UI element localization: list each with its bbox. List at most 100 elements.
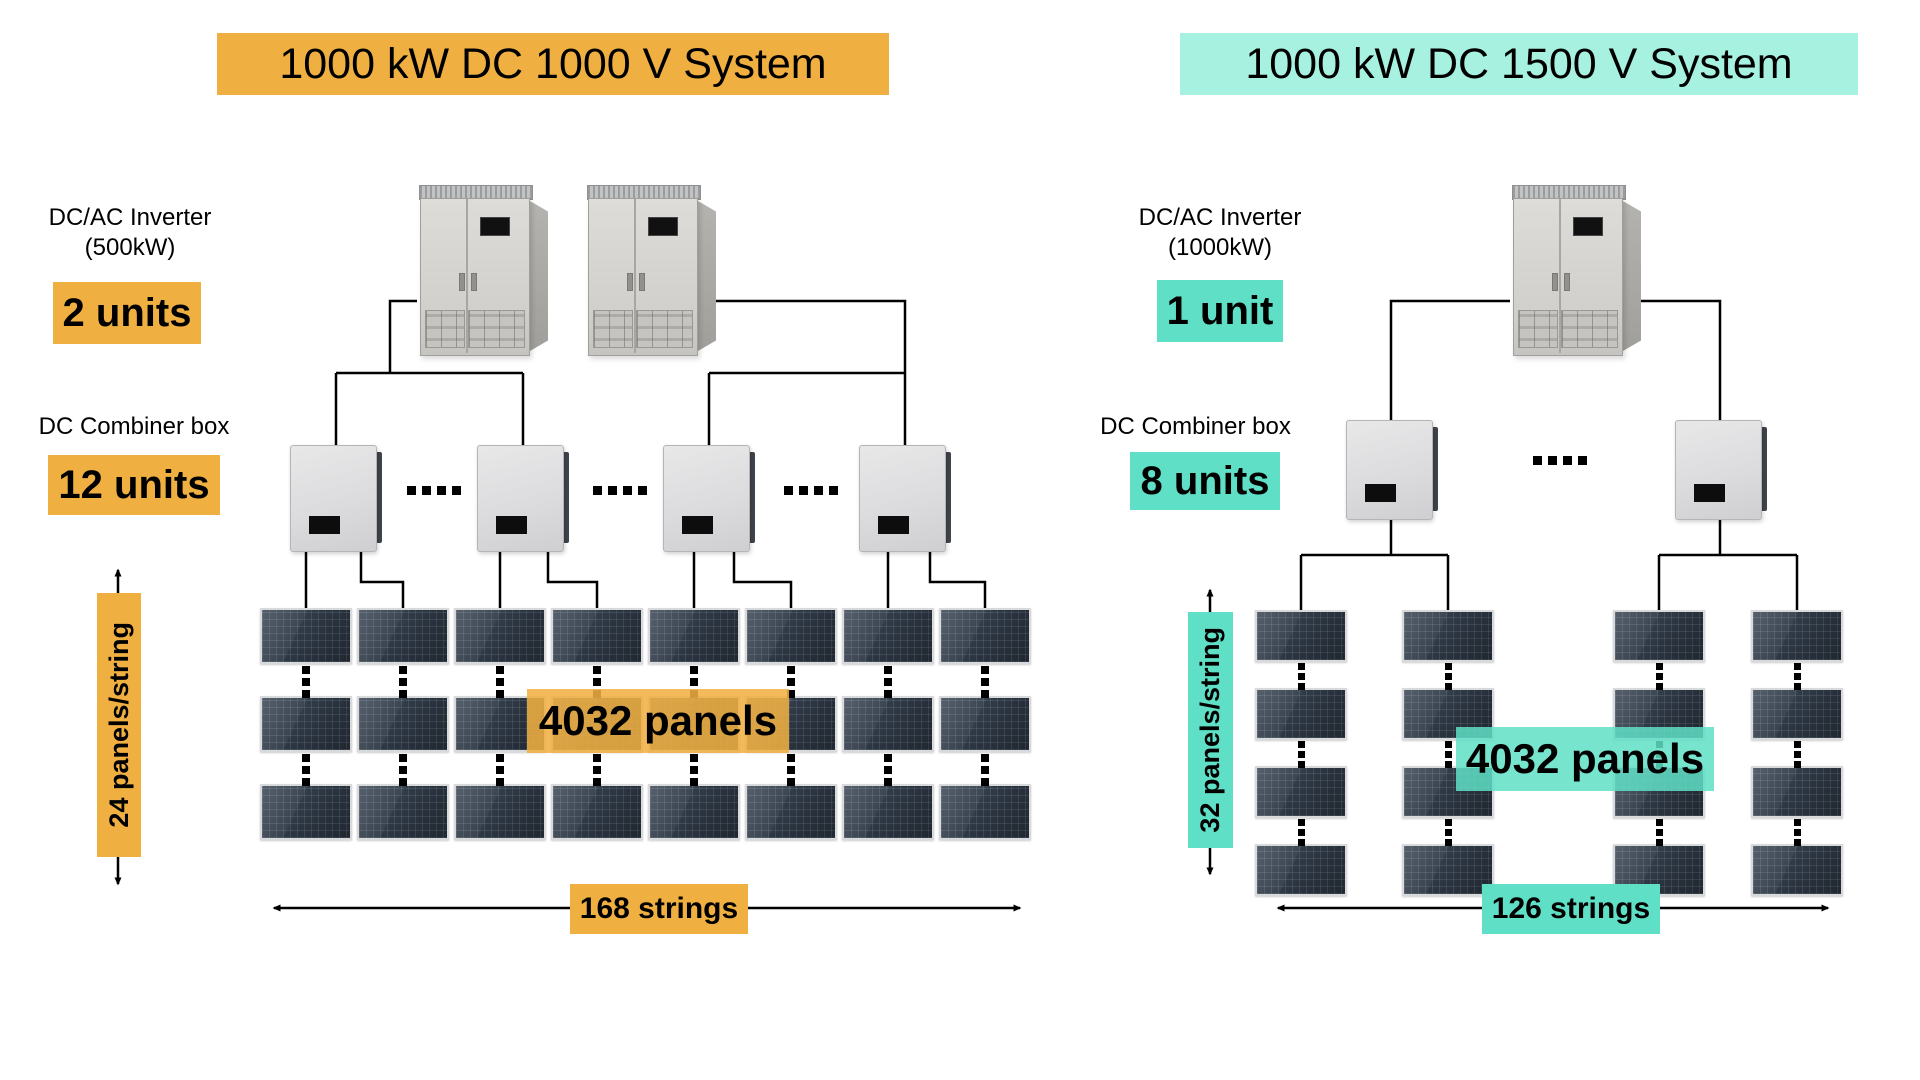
dot bbox=[1444, 741, 1452, 748]
solar-panel bbox=[1255, 766, 1347, 818]
dot bbox=[1444, 761, 1452, 768]
combiner-continuation-dots bbox=[407, 486, 467, 495]
inverter-label-line1: DC/AC Inverter bbox=[1138, 204, 1302, 231]
inverter-units-badge: 2 units bbox=[53, 282, 201, 344]
cabinet-side-face bbox=[698, 201, 716, 351]
string-continuation-dots bbox=[593, 754, 601, 790]
solar-panel bbox=[260, 608, 352, 664]
dot bbox=[1793, 761, 1801, 768]
solar-panel bbox=[357, 608, 449, 664]
combiner-body bbox=[1675, 420, 1762, 520]
combiner-units-badge: 12 units bbox=[48, 455, 220, 515]
dot bbox=[608, 486, 617, 495]
string-continuation-dots bbox=[1444, 819, 1452, 849]
dc-combiner-box bbox=[290, 445, 382, 552]
dot bbox=[981, 778, 989, 786]
cabinet-side-face bbox=[1623, 201, 1641, 351]
dot bbox=[1444, 829, 1452, 836]
solar-panel bbox=[1751, 766, 1843, 818]
cabinet-door-divider bbox=[466, 199, 468, 353]
dot bbox=[1297, 829, 1305, 836]
dot bbox=[593, 754, 601, 762]
dc-ac-inverter-cabinet bbox=[585, 185, 716, 356]
string-continuation-dots bbox=[1655, 663, 1663, 693]
solar-panel bbox=[551, 608, 643, 664]
dot bbox=[1655, 819, 1663, 826]
solar-panel bbox=[1751, 610, 1843, 662]
dot bbox=[1793, 663, 1801, 670]
solar-panel bbox=[745, 784, 837, 840]
dot bbox=[1533, 456, 1542, 465]
solar-panel bbox=[260, 696, 352, 752]
string-continuation-dots bbox=[1444, 663, 1452, 693]
dot bbox=[593, 766, 601, 774]
dot bbox=[496, 754, 504, 762]
dot bbox=[399, 778, 407, 786]
string-continuation-dots bbox=[496, 754, 504, 790]
dot bbox=[1297, 673, 1305, 680]
dot bbox=[1444, 683, 1452, 690]
combiner-body bbox=[859, 445, 946, 552]
system-title-1000v: 1000 kW DC 1000 V System bbox=[217, 33, 889, 95]
solar-panel bbox=[1751, 844, 1843, 896]
dot bbox=[1793, 741, 1801, 748]
string-continuation-dots bbox=[1793, 741, 1801, 771]
string-continuation-dots bbox=[1444, 741, 1452, 771]
combiner-side-edge bbox=[372, 452, 382, 543]
dot bbox=[799, 486, 808, 495]
dot bbox=[690, 754, 698, 762]
string-continuation-dots bbox=[1793, 663, 1801, 693]
dot bbox=[1444, 751, 1452, 758]
cabinet-door-handle bbox=[639, 273, 645, 291]
string-continuation-dots bbox=[1793, 819, 1801, 849]
string-continuation-dots bbox=[302, 754, 310, 790]
solar-panel bbox=[1255, 844, 1347, 896]
dot bbox=[593, 486, 602, 495]
cabinet-side-face bbox=[530, 201, 548, 351]
combiner-label: DC Combiner box bbox=[38, 413, 230, 440]
dot bbox=[399, 766, 407, 774]
dot bbox=[1793, 673, 1801, 680]
inverter-label-line1: DC/AC Inverter bbox=[48, 204, 212, 231]
dot bbox=[302, 778, 310, 786]
dot bbox=[787, 678, 795, 686]
panels-per-string-text: 24 panels/string bbox=[103, 622, 134, 828]
dot bbox=[1793, 683, 1801, 690]
combiner-display-screen bbox=[682, 516, 713, 534]
total-panels-label: 4032 panels bbox=[1456, 727, 1714, 791]
cabinet-display-screen bbox=[1573, 217, 1603, 236]
dot bbox=[1793, 751, 1801, 758]
dot bbox=[1655, 673, 1663, 680]
combiner-display-screen bbox=[496, 516, 527, 534]
combiner-label: DC Combiner box bbox=[1100, 413, 1291, 440]
dc-combiner-box bbox=[859, 445, 951, 552]
dot bbox=[302, 754, 310, 762]
combiner-body bbox=[290, 445, 377, 552]
dot bbox=[302, 666, 310, 674]
dot bbox=[1655, 829, 1663, 836]
dc-ac-inverter-cabinet bbox=[1510, 185, 1641, 356]
string-continuation-dots bbox=[399, 754, 407, 790]
cabinet-door-handle bbox=[1564, 273, 1570, 291]
solar-panel bbox=[1613, 610, 1705, 662]
solar-panel bbox=[939, 696, 1031, 752]
cabinet-bottom-vent bbox=[1518, 310, 1558, 348]
combiner-continuation-dots bbox=[784, 486, 844, 495]
dot bbox=[981, 690, 989, 698]
dot bbox=[884, 690, 892, 698]
solar-panel bbox=[939, 608, 1031, 664]
solar-panel bbox=[454, 608, 546, 664]
string-continuation-dots bbox=[981, 754, 989, 790]
solar-panel bbox=[745, 608, 837, 664]
dot bbox=[690, 778, 698, 786]
dc-combiner-box bbox=[1346, 420, 1438, 520]
dot bbox=[302, 678, 310, 686]
dot bbox=[399, 754, 407, 762]
solar-panel bbox=[1402, 844, 1494, 896]
combiner-continuation-dots bbox=[593, 486, 653, 495]
cabinet-bottom-vent bbox=[636, 310, 693, 348]
cabinet-bottom-vent bbox=[593, 310, 633, 348]
dot bbox=[1444, 839, 1452, 846]
dot bbox=[690, 678, 698, 686]
dot bbox=[787, 778, 795, 786]
